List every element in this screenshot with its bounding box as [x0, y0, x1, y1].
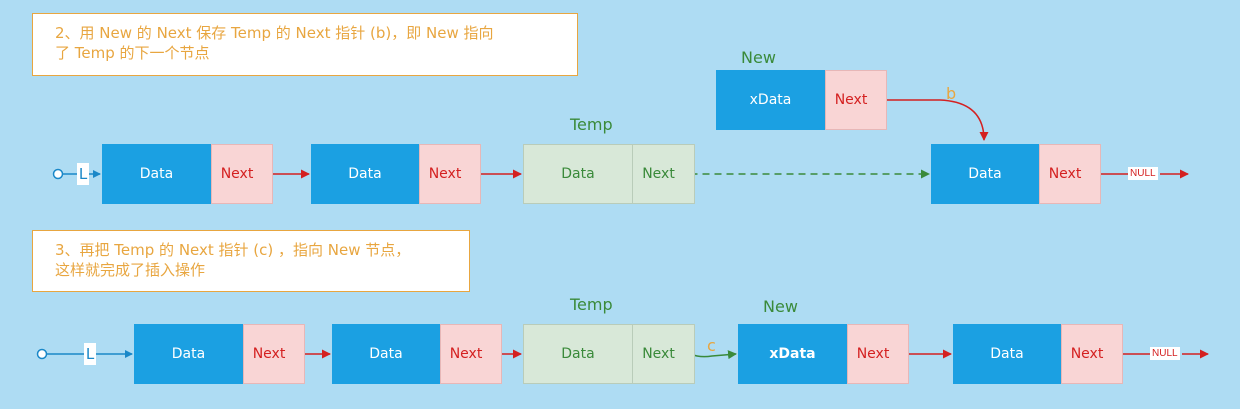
row1-new-node: xData Next [716, 70, 887, 130]
row1-temp-title: Temp [570, 115, 613, 134]
row1-node-1: Data Next [102, 144, 273, 204]
node-data: Data [931, 144, 1039, 204]
node-data: Data [311, 144, 419, 204]
row2-new-title: New [763, 297, 798, 316]
row2-new-node: xData Next [738, 324, 909, 384]
step2-note: 2、用 New 的 Next 保存 Temp 的 Next 指针 (b)，即 N… [32, 13, 578, 76]
row2-node-2: Data Next [332, 324, 502, 384]
pointer-b-label: b [946, 84, 957, 103]
new-xdata: xData [716, 70, 825, 130]
node-next: Next [1039, 144, 1101, 204]
row2-null-label: NULL [1150, 347, 1180, 360]
row1-head-label: L [77, 163, 89, 185]
row2-head-label: L [84, 343, 96, 365]
node-data: Data [134, 324, 243, 384]
new-next: Next [847, 324, 909, 384]
node-data: Data [102, 144, 211, 204]
row1-head-pointer [52, 168, 101, 180]
temp-data: Data [523, 144, 632, 204]
row2-temp-title: Temp [570, 295, 613, 314]
pointer-c-label: c [707, 336, 716, 355]
row1-null-label: NULL [1128, 167, 1158, 180]
new-next: Next [825, 70, 887, 130]
node-next: Next [211, 144, 273, 204]
row1-new-pointer-b [872, 94, 989, 141]
row1-new-title: New [741, 48, 776, 67]
step3-note: 3、再把 Temp 的 Next 指针 (c) ，指向 New 节点， 这样就完… [32, 230, 470, 292]
row2-node-last: Data Next [953, 324, 1123, 384]
node-next: Next [440, 324, 502, 384]
row1-node-2: Data Next [311, 144, 481, 204]
node-next: Next [419, 144, 481, 204]
temp-data: Data [523, 324, 632, 384]
row2-node-1: Data Next [134, 324, 305, 384]
node-next: Next [1061, 324, 1123, 384]
step3-note-line1: 3、再把 Temp 的 Next 指针 (c) ，指向 New 节点， [55, 241, 411, 259]
row1-node-last: Data Next [931, 144, 1101, 204]
node-next: Next [243, 324, 305, 384]
step2-note-line1: 2、用 New 的 Next 保存 Temp 的 Next 指针 (b)，即 N… [55, 24, 494, 42]
node-data: Data [332, 324, 440, 384]
temp-next: Next [632, 144, 695, 204]
new-xdata: xData [738, 324, 847, 384]
node-data: Data [953, 324, 1061, 384]
row1-temp-node: Data Next [523, 144, 695, 204]
step3-note-line2: 这样就完成了插入操作 [55, 261, 206, 279]
step2-note-line2: 了 Temp 的下一个节点 [55, 44, 210, 62]
row2-temp-node: Data Next [523, 324, 695, 384]
temp-next: Next [632, 324, 695, 384]
row1-temp-dashed-arrow [680, 168, 930, 180]
row2-head-pointer [36, 348, 133, 360]
